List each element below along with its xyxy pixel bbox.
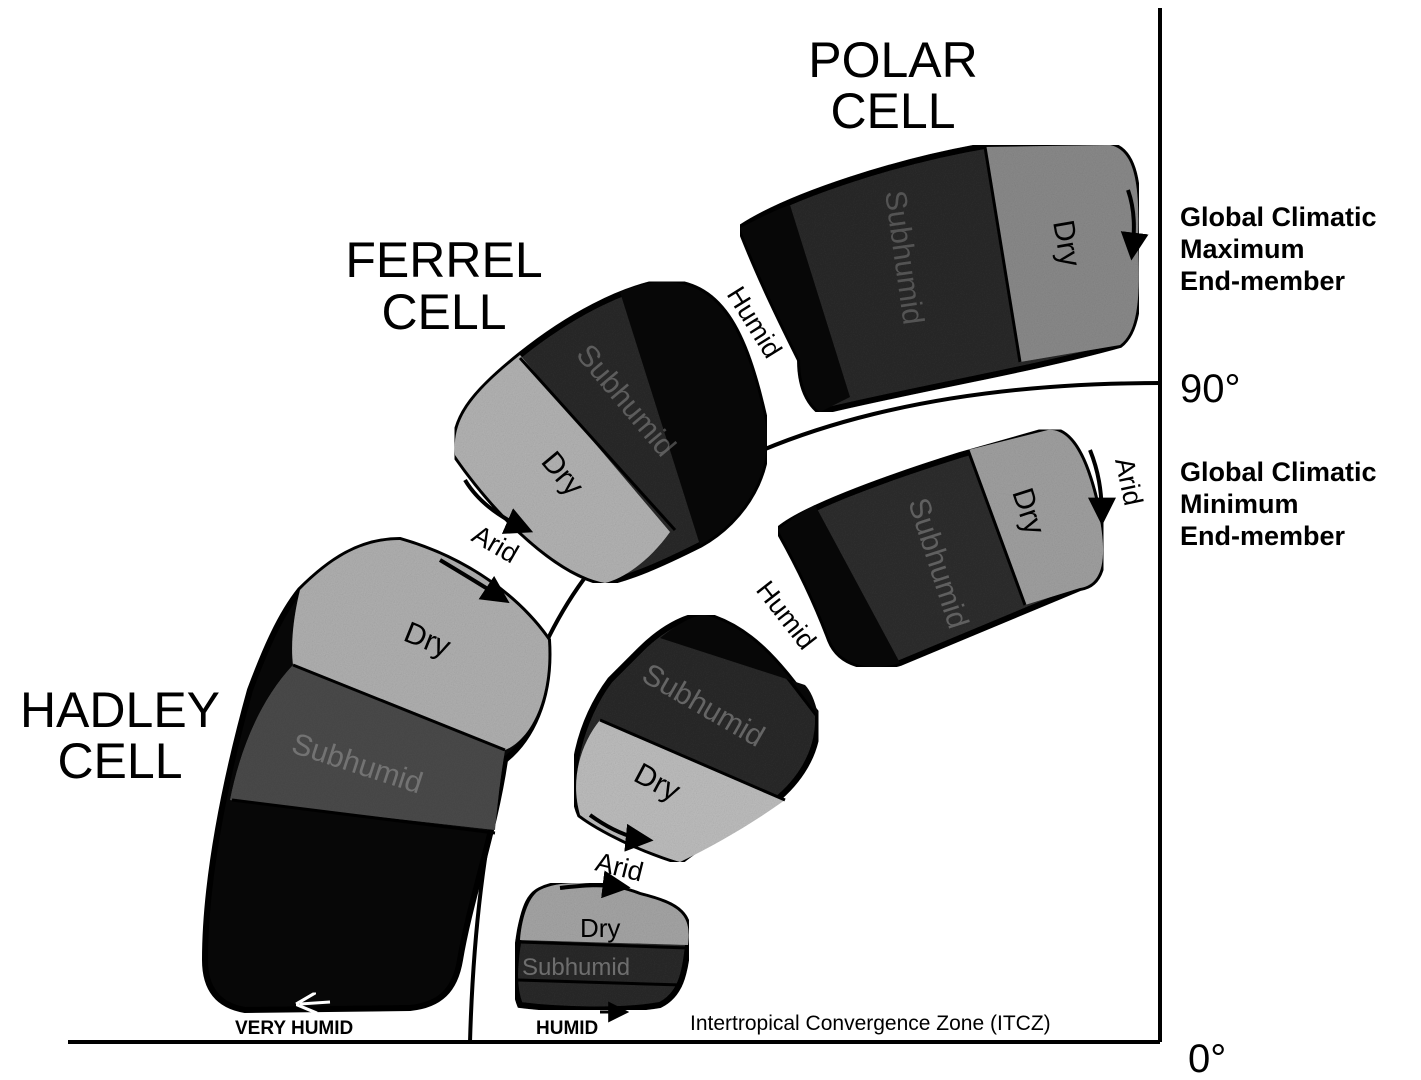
ferrel-cell-title-line2: CELL [381, 284, 506, 340]
hadley-small-dry-label: Dry [580, 913, 620, 943]
max-end-member-line2: Maximum [1180, 234, 1305, 264]
min-end-member-line3: End-member [1180, 521, 1346, 551]
ferrel-cell-title-line1: FERREL [345, 232, 542, 288]
degree-0-label: 0° [1188, 1037, 1226, 1080]
max-end-member-line3: End-member [1180, 266, 1346, 296]
itcz-label: Intertropical Convergence Zone (ITCZ) [690, 1012, 1051, 1035]
hadley-cell-title-line2: CELL [57, 733, 182, 789]
polar-cell-title-line2: CELL [830, 83, 955, 139]
polar-cell-title-line1: POLAR [808, 32, 978, 88]
max-end-member-line1: Global Climatic [1180, 202, 1377, 232]
very-humid-arrow [300, 1002, 330, 1004]
humid-bottom-label: HUMID [536, 1018, 598, 1039]
min-end-member-line1: Global Climatic [1180, 457, 1377, 487]
polar-cell-upper-block [740, 145, 1139, 412]
min-end-member-line2: Minimum [1180, 489, 1299, 519]
ferrel-cell-lower-block [574, 615, 818, 862]
arid-label-polar: Arid [1109, 455, 1148, 508]
arid-label-hadley: Arid [593, 847, 647, 888]
very-humid-label: VERY HUMID [235, 1018, 353, 1039]
hadley-cell-small-block [515, 883, 689, 1010]
hadley-cell-title-line1: HADLEY [20, 682, 220, 738]
degree-90-label: 90° [1180, 367, 1241, 411]
hadley-small-subhumid-label: Subhumid [522, 954, 630, 981]
